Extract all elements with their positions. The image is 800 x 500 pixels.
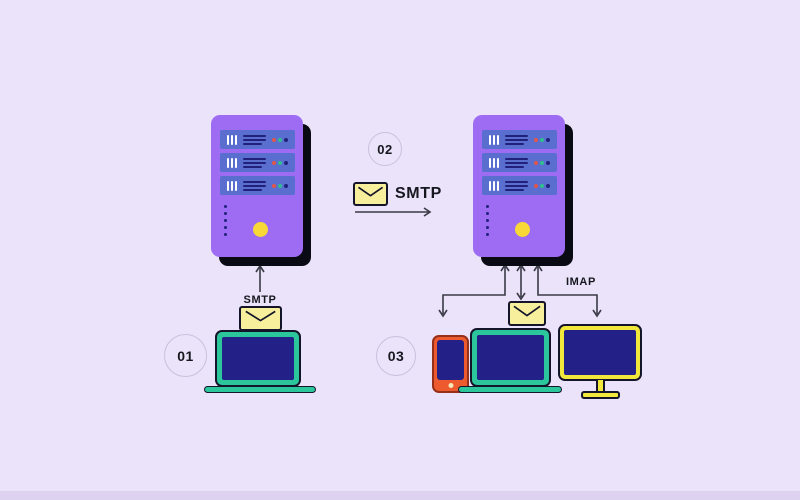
server-rack <box>482 153 557 172</box>
rack-led-lights <box>272 137 288 142</box>
recipient-smartphone <box>432 335 469 393</box>
recipient-monitor <box>558 324 642 381</box>
step-03-number: 03 <box>387 348 405 364</box>
recipient-laptop <box>470 328 551 387</box>
server-dots <box>224 205 227 236</box>
rack-slots <box>243 180 266 191</box>
step-03-badge: 03 <box>376 336 416 376</box>
rack-vent-icon <box>227 134 237 145</box>
step-01-badge: 01 <box>164 334 207 377</box>
envelope-flap-icon <box>357 186 384 197</box>
sender-laptop-base <box>204 386 316 393</box>
rack-vent-icon <box>489 157 499 168</box>
step-02-number: 02 <box>377 141 393 157</box>
phone-screen <box>437 340 464 380</box>
sender-mail-server <box>211 115 303 257</box>
server-rack <box>220 176 295 195</box>
smtp-upload-arrow <box>255 264 265 292</box>
rack-led-lights <box>272 160 288 165</box>
rack-slots <box>505 157 528 168</box>
rack-led-lights <box>534 183 550 188</box>
rack-vent-icon <box>489 134 499 145</box>
envelope-icon <box>508 301 546 326</box>
envelope-icon <box>239 306 282 331</box>
rack-slots <box>243 134 266 145</box>
smtp-relay-label: SMTP <box>395 185 442 202</box>
power-light-icon <box>253 222 268 237</box>
laptop-screen <box>477 335 544 380</box>
footer-strip <box>0 491 800 500</box>
server-rack <box>220 130 295 149</box>
laptop-screen <box>222 337 294 380</box>
phone-home-button-icon <box>448 383 453 388</box>
imap-label: IMAP <box>566 276 596 288</box>
power-light-icon <box>515 222 530 237</box>
rack-slots <box>505 134 528 145</box>
sender-laptop <box>215 330 301 387</box>
step-01-number: 01 <box>177 347 194 364</box>
rack-slots <box>505 180 528 191</box>
server-rack <box>482 130 557 149</box>
rack-vent-icon <box>227 157 237 168</box>
rack-led-lights <box>534 137 550 142</box>
rack-led-lights <box>272 183 288 188</box>
server-rack <box>220 153 295 172</box>
recipient-laptop-base <box>458 386 562 393</box>
envelope-icon <box>353 182 388 206</box>
rack-vent-icon <box>489 180 499 191</box>
server-dots <box>486 205 489 236</box>
server-rack <box>482 176 557 195</box>
smtp-relay-arrow <box>355 207 432 217</box>
smtp-client-label: SMTP <box>243 294 277 306</box>
envelope-flap-icon <box>513 305 541 317</box>
envelope-flap-icon <box>245 310 276 322</box>
monitor-stand-base <box>581 391 620 399</box>
recipient-mail-server <box>473 115 565 257</box>
rack-vent-icon <box>227 180 237 191</box>
rack-led-lights <box>534 160 550 165</box>
step-02-badge: 02 <box>368 132 402 166</box>
rack-slots <box>243 157 266 168</box>
monitor-screen <box>564 330 636 375</box>
